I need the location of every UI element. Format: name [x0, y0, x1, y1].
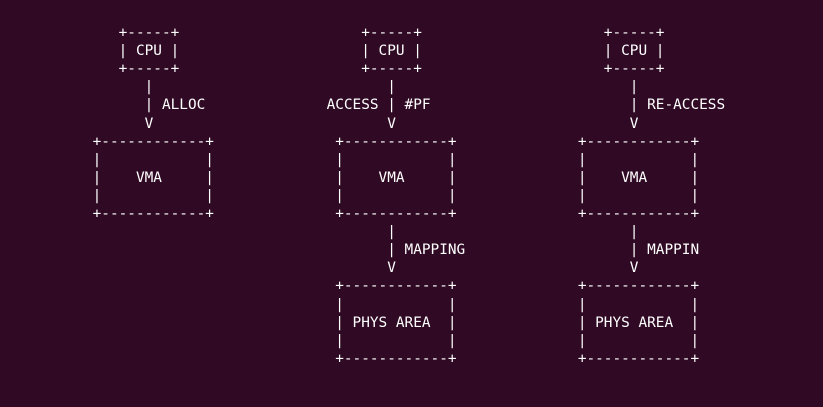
terminal-ascii-diagram: +-----+ +-----+ +-----+ | CPU | | CPU | …: [92, 25, 726, 367]
